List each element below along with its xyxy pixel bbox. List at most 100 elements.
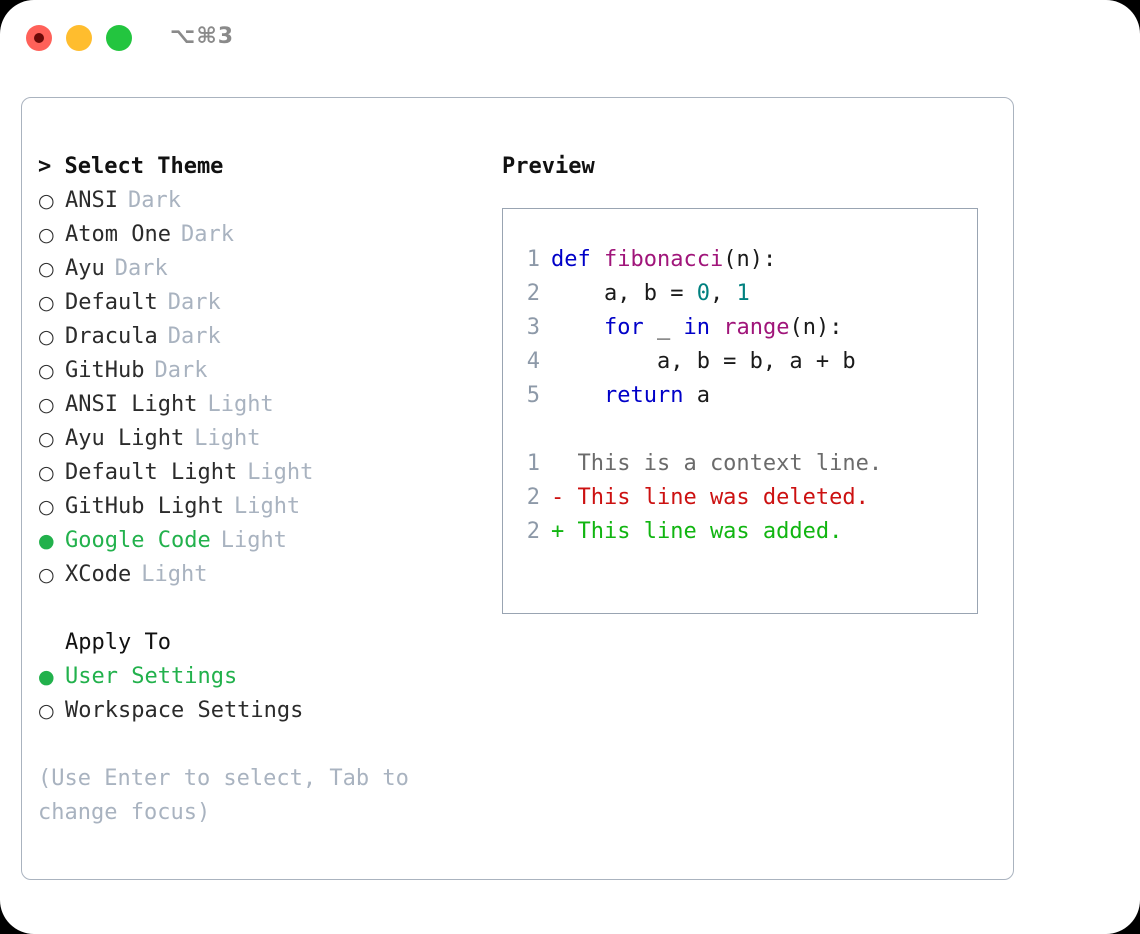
code-token-kw: def: [551, 247, 604, 272]
code-token-kw: return: [603, 383, 684, 408]
code-line-text: a, b = 0, 1: [551, 277, 750, 311]
diff-line-del: 2- This line was deleted.: [503, 481, 977, 515]
code-token-fn: range: [723, 315, 790, 340]
title-bar: ⌥⌘3: [0, 0, 1140, 78]
radio-unselected-icon: ○: [38, 292, 55, 314]
theme-variant-badge: Dark: [114, 256, 168, 281]
code-line: 1 def fibonacci(n):: [503, 243, 977, 277]
close-button-icon[interactable]: [26, 25, 52, 51]
code-line: 4 a, b = b, a + b: [503, 345, 977, 379]
code-token-pl: a: [683, 383, 710, 408]
code-token-kw: for: [603, 315, 644, 340]
theme-option-ayu-light[interactable]: ○ Ayu Light Light: [38, 422, 488, 456]
code-token-pl: (n):: [789, 315, 843, 340]
theme-variant-badge: Light: [207, 392, 274, 417]
code-token-num: 1: [736, 281, 750, 306]
code-token-pl: ,: [709, 281, 737, 306]
code-token-num: 0: [696, 281, 710, 306]
theme-option-label: Dracula: [65, 324, 158, 349]
theme-option-label: Ayu Light: [65, 426, 185, 451]
diff-line-ctx: 1 This is a context line.: [503, 447, 977, 481]
select-theme-header: > Select Theme: [38, 154, 224, 179]
theme-variant-badge: Dark: [154, 358, 208, 383]
diff-line-number: 2: [526, 519, 540, 544]
list-spacer: [38, 592, 488, 626]
theme-variant-badge: Light: [247, 460, 314, 485]
theme-option-github[interactable]: ○ GitHub Dark: [38, 354, 488, 388]
radio-unselected-icon: ○: [38, 394, 55, 416]
code-line-text: def fibonacci(n):: [551, 243, 776, 277]
diff-line-number: 1: [526, 451, 540, 476]
radio-unselected-icon: ○: [38, 462, 55, 484]
recording-dot-icon: [34, 33, 44, 43]
theme-option-xcode[interactable]: ○ XCode Light: [38, 558, 488, 592]
radio-unselected-icon: ○: [38, 428, 55, 450]
theme-variant-badge: Dark: [167, 324, 221, 349]
code-line-text: a, b = b, a + b: [551, 345, 856, 379]
theme-option-default[interactable]: ○ Default Dark: [38, 286, 488, 320]
code-token-pl: a, b = b, a + b: [551, 349, 856, 374]
code-line-text: return a: [551, 379, 710, 413]
code-line: 2 a, b = 0, 1: [503, 277, 977, 311]
code-line-number: 2: [526, 281, 540, 306]
theme-option-label: Google Code: [65, 528, 211, 553]
apply-to-list: ●User Settings ○ Workspace Settings: [38, 660, 488, 728]
diff-sample: 1 This is a context line.2- This line wa…: [503, 447, 977, 549]
code-token-pl: [551, 315, 604, 340]
radio-unselected-icon: ○: [38, 564, 55, 586]
code-token-pl: [551, 383, 604, 408]
theme-variant-badge: Light: [220, 528, 287, 553]
theme-option-default-light[interactable]: ○ Default Light Light: [38, 456, 488, 490]
radio-unselected-icon: ○: [38, 190, 55, 212]
apply-to-option-label: User Settings: [65, 664, 238, 689]
diff-line-add: 2 + This line was added.: [503, 515, 977, 549]
keyboard-shortcut-label: ⌥⌘3: [170, 24, 235, 49]
theme-option-ansi-light[interactable]: ○ ANSI Light Light: [38, 388, 488, 422]
minimize-button-icon[interactable]: [66, 25, 92, 51]
diff-line-text: - This line was deleted.: [551, 485, 869, 510]
apply-to-option-user-settings[interactable]: ●User Settings: [38, 660, 488, 694]
theme-variant-badge: Dark: [167, 290, 221, 315]
radio-unselected-icon: ○: [38, 496, 55, 518]
code-token-fn: fibonacci: [603, 247, 724, 272]
apply-to-option-label: Workspace Settings: [65, 698, 304, 723]
theme-variant-badge: Light: [194, 426, 261, 451]
code-token-kw: in: [683, 315, 710, 340]
code-token-pl: _: [643, 315, 684, 340]
preview-title: Preview: [502, 154, 595, 179]
theme-variant-badge: Light: [141, 562, 208, 587]
code-blank-line: [503, 413, 977, 447]
radio-unselected-icon: ○: [38, 700, 55, 722]
radio-unselected-icon: ○: [38, 360, 55, 382]
code-line-text: for _ in range(n):: [551, 311, 842, 345]
apply-to-option-workspace-settings[interactable]: ○ Workspace Settings: [38, 694, 488, 728]
theme-option-label: Default Light: [65, 460, 238, 485]
theme-option-label: Default: [65, 290, 158, 315]
keyboard-hint-text: (Use Enter to select, Tab to change focu…: [38, 766, 423, 825]
theme-variant-badge: Dark: [180, 222, 234, 247]
maximize-button-icon[interactable]: [106, 25, 132, 51]
theme-option-label: GitHub: [65, 358, 145, 383]
apply-to-header: Apply To: [65, 630, 171, 655]
code-token-pl: a, b =: [551, 281, 697, 306]
theme-option-label: Ayu: [65, 256, 105, 281]
diff-line-text: + This line was added.: [551, 519, 843, 544]
theme-option-label: ANSI: [65, 188, 118, 213]
theme-option-label: ANSI Light: [65, 392, 198, 417]
diff-line-text: This is a context line.: [551, 451, 883, 476]
code-line-number: 5: [526, 383, 540, 408]
code-line-number: 1: [526, 247, 540, 272]
theme-option-label: XCode: [65, 562, 132, 587]
